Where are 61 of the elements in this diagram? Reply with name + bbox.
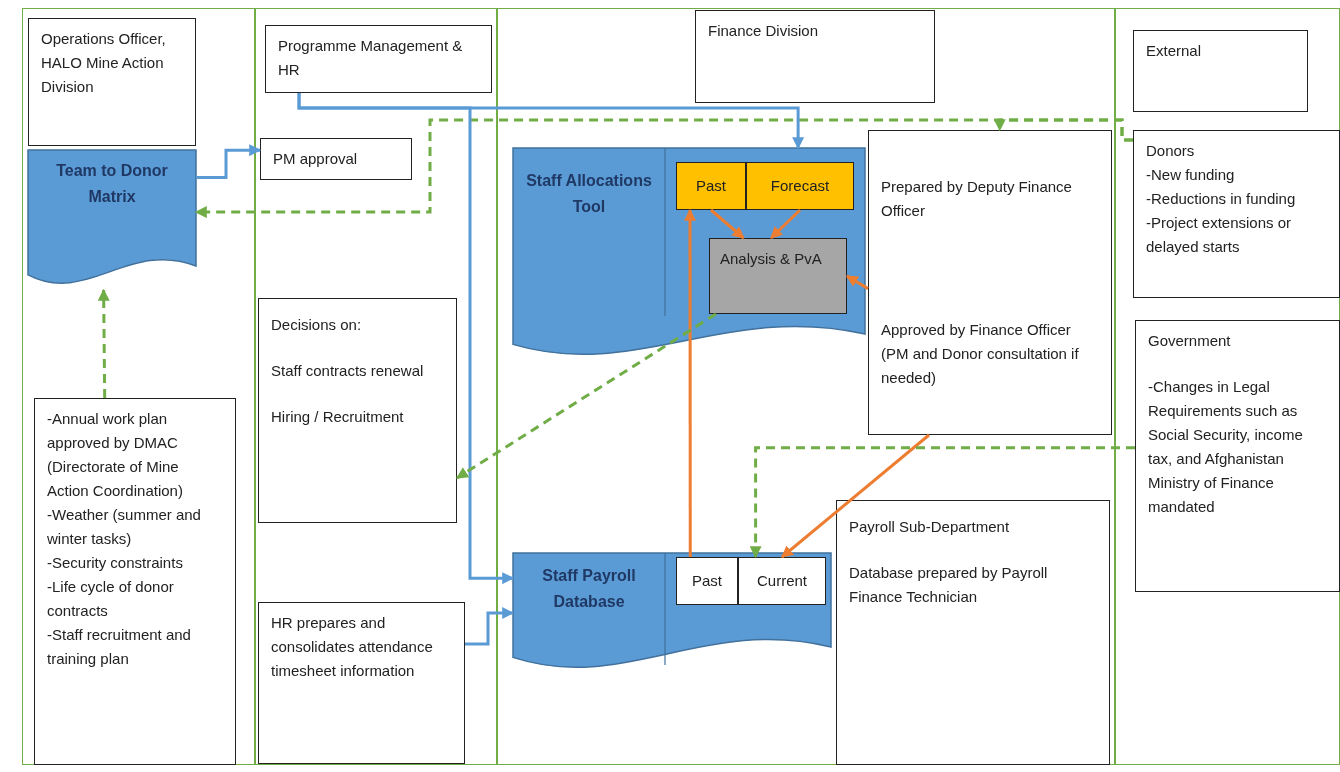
node-label: Approved by Finance Officer (PM and Donor consultation if needed) — [881, 319, 1080, 388]
heading: Government — [1148, 331, 1232, 351]
node-label: Current — [757, 571, 807, 591]
node-label: Past — [696, 176, 726, 196]
heading: Donors — [1146, 141, 1196, 161]
arrow — [97, 288, 110, 398]
text-box — [28, 18, 196, 146]
arrow — [710, 208, 745, 240]
list-item: -Changes in Legal Requirements such as Social Security, income tax, and Afghanistan Ministry of Finance mandated — [1148, 377, 1304, 517]
arrow — [465, 607, 515, 646]
node-label: PM approval — [273, 149, 359, 169]
text-box — [265, 25, 492, 93]
text-box — [258, 298, 457, 523]
node-label: Staff Payroll Database — [541, 566, 637, 612]
node-label: External — [1146, 41, 1203, 61]
arrow — [749, 446, 1135, 559]
node-label: Prepared by Deputy Finance Officer — [881, 177, 1073, 222]
node-label: Programme Management & HR — [278, 36, 464, 80]
node-label: Payroll Sub-Department — [849, 517, 1011, 537]
list-item: -Staff recruitment and training plan — [47, 625, 192, 669]
list-item: -Project extensions or delayed starts — [1146, 213, 1293, 257]
text-box — [1133, 30, 1308, 112]
node-label: Forecast — [770, 176, 830, 196]
arrow — [196, 144, 262, 180]
text-box — [1133, 130, 1340, 298]
node-label: Database prepared by Payroll Finance Technician — [849, 563, 1049, 607]
arrow — [770, 208, 802, 240]
text-box — [868, 130, 1112, 435]
node-label: Staff contracts renewal — [271, 361, 425, 381]
text-box — [836, 500, 1110, 765]
node-label: Hiring / Recruitment — [271, 407, 405, 427]
node-label: Decisions on: — [271, 315, 363, 335]
node-label: HR prepares and consolidates attendance timesheet information — [271, 613, 434, 681]
text-box — [1135, 320, 1340, 592]
arrow — [993, 118, 1133, 142]
text-box — [695, 10, 935, 103]
node-label: Team to Donor Matrix — [55, 161, 169, 207]
text-box — [260, 138, 412, 180]
arrow — [781, 433, 930, 559]
node-label: Staff Allocations Tool — [525, 171, 653, 217]
list-item: -Weather (summer and winter tasks) — [47, 505, 202, 549]
arrow — [456, 312, 717, 480]
text-box — [34, 398, 236, 765]
list-item: -Reductions in funding — [1146, 189, 1297, 209]
node-label: Analysis & PvA — [720, 249, 822, 269]
node-label: Operations Officer, HALO Mine Action Division — [41, 29, 167, 97]
data-tab — [746, 162, 854, 210]
data-tab — [738, 557, 826, 605]
arrow — [684, 208, 696, 557]
data-tab — [676, 162, 746, 210]
process-box — [709, 238, 847, 314]
arrow — [297, 93, 515, 585]
list-item: -New funding — [1146, 165, 1236, 185]
node-label: Past — [692, 571, 722, 591]
node-label: Finance Division — [708, 21, 820, 41]
list-item: -Security constraints — [47, 553, 184, 573]
data-tab — [676, 557, 738, 605]
text-box — [258, 602, 465, 764]
list-item: -Life cycle of donor contracts — [47, 577, 175, 621]
list-item: -Annual work plan approved by DMAC (Directorate of Mine Action Coordination) — [47, 409, 184, 501]
arrow — [845, 274, 869, 290]
